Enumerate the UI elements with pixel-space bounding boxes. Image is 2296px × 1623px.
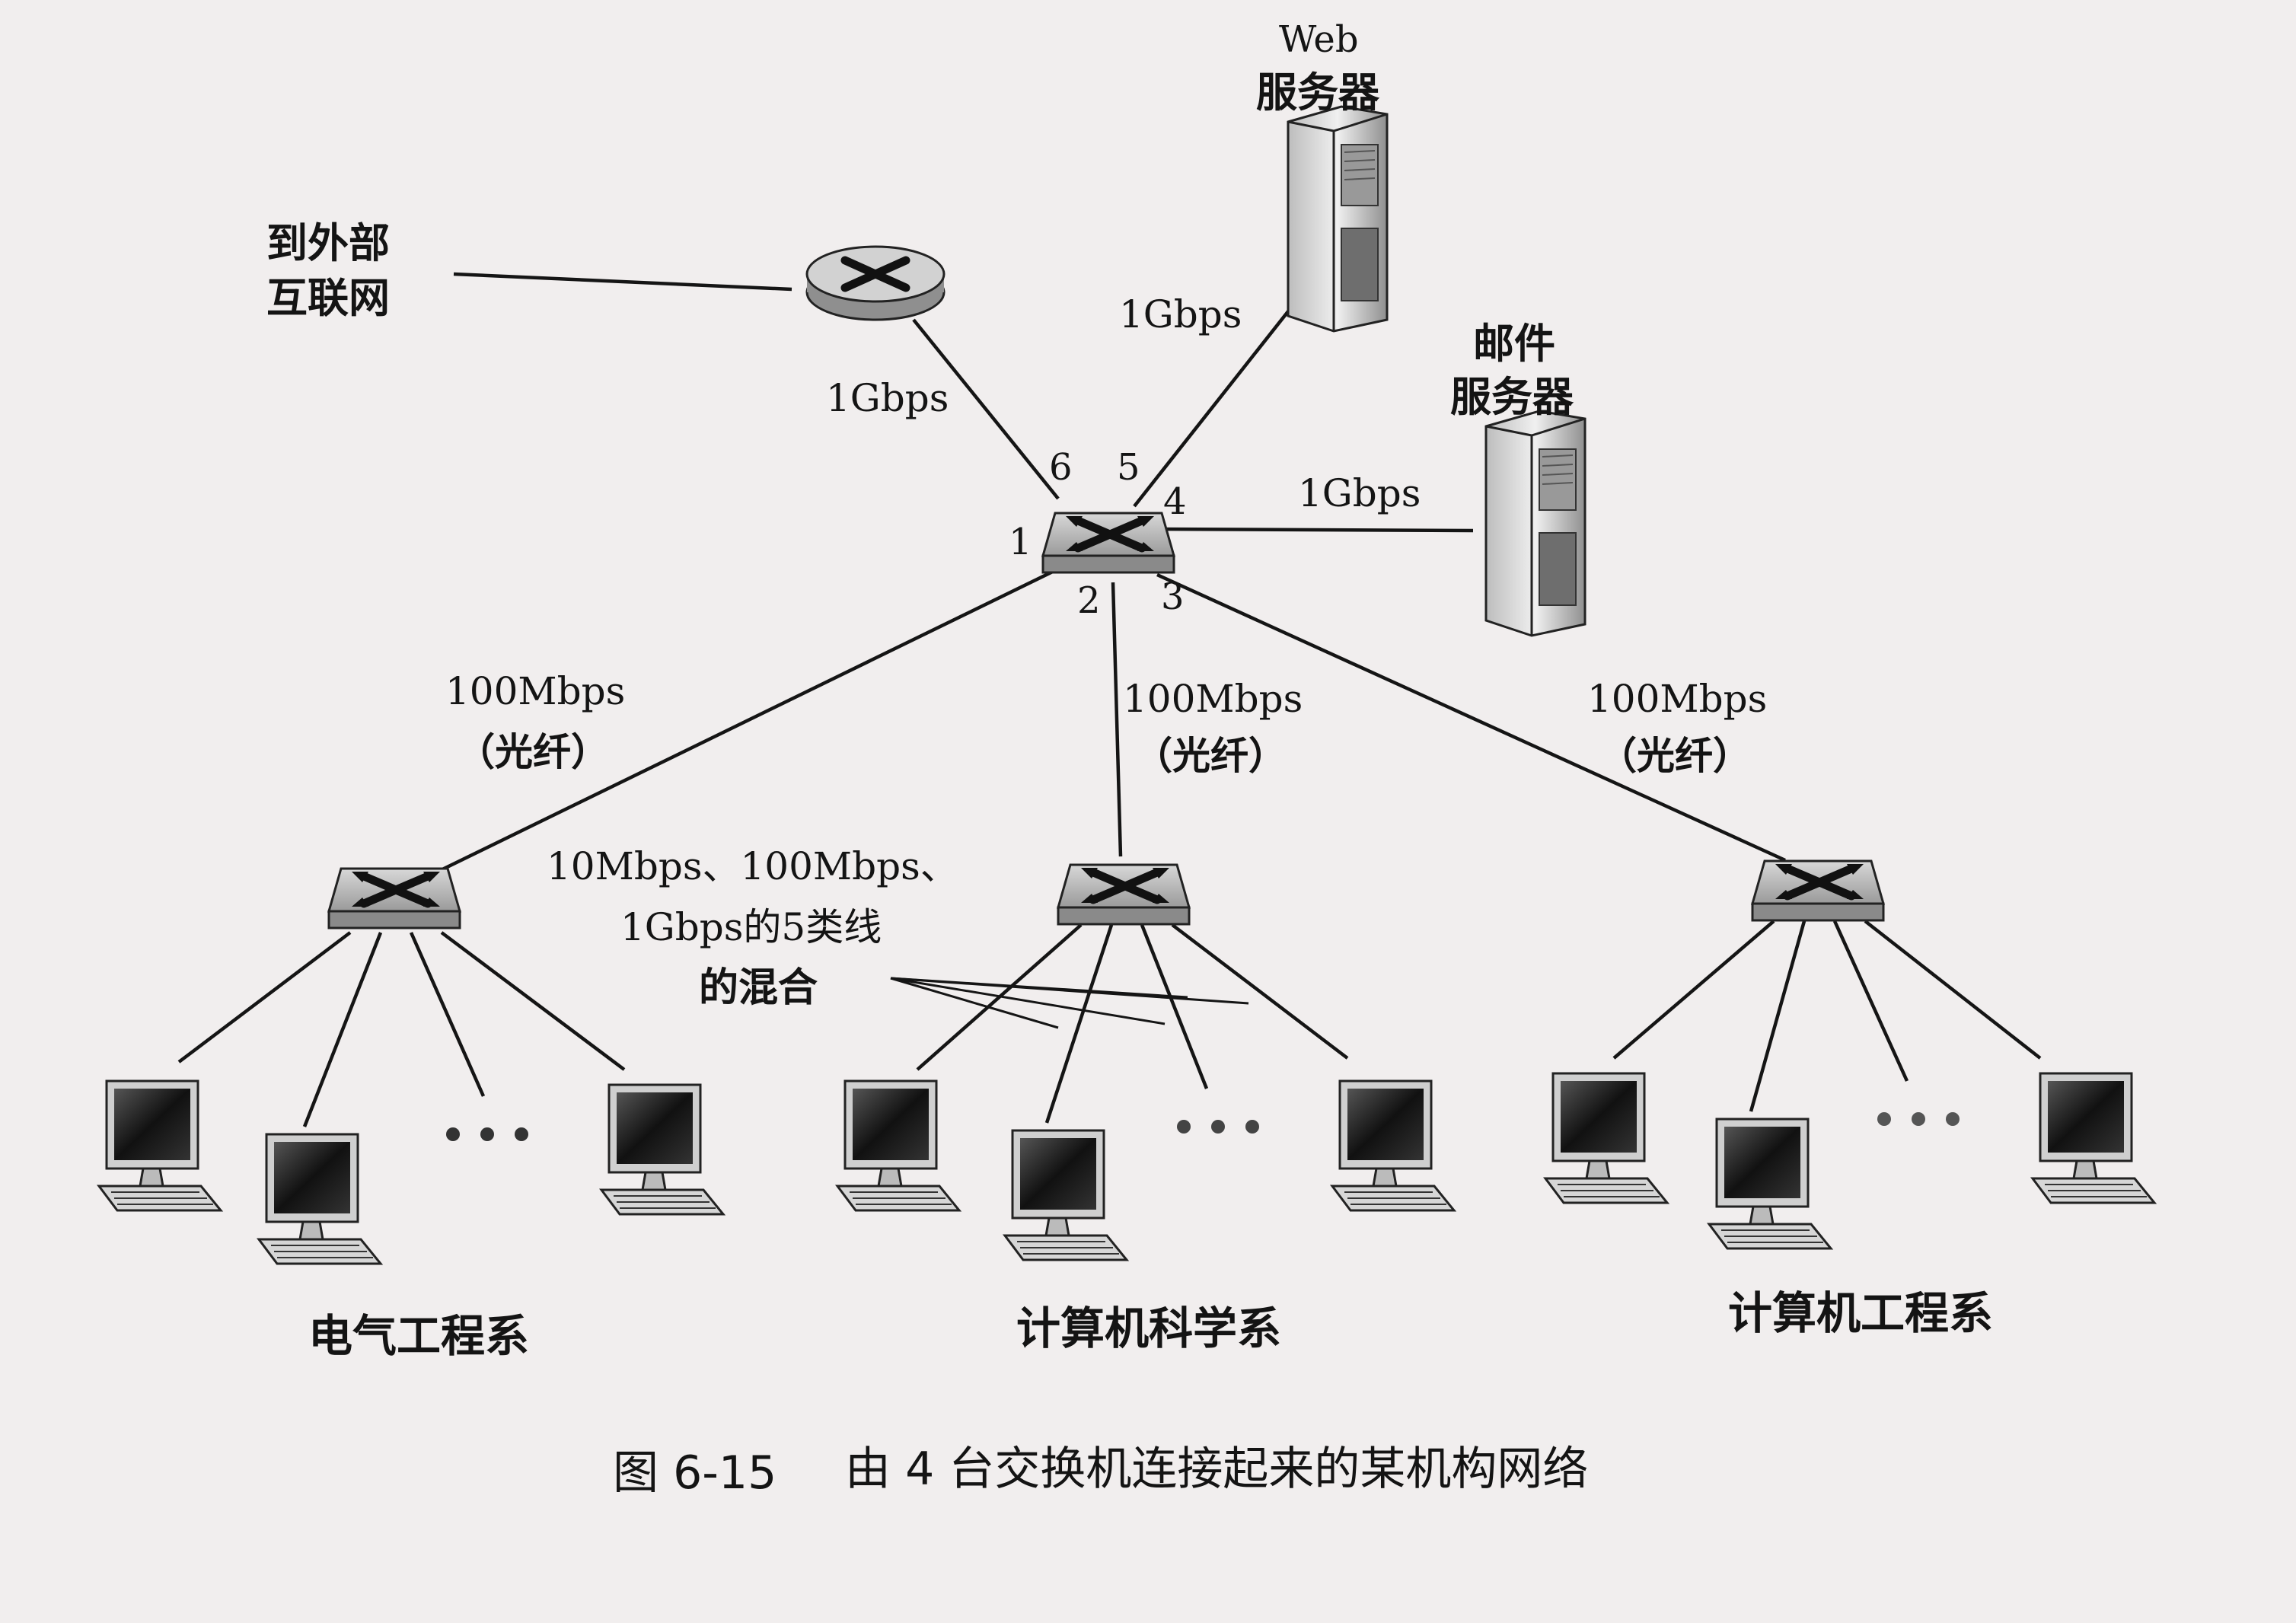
computers-ee xyxy=(97,1079,725,1265)
router-label-line2: 互联网 xyxy=(266,274,390,322)
ellipsis-dots xyxy=(1877,1112,1960,1126)
web-server-label-line1: Web xyxy=(1279,18,1359,61)
uplink-cs-speed: 100Mbps xyxy=(1123,677,1303,721)
uplink-ee xyxy=(437,565,1063,874)
port-1: 1 xyxy=(1009,521,1032,563)
mail-server-label-line2: 服务器 xyxy=(1450,373,1574,421)
links xyxy=(177,272,2042,1127)
mail-link-speed: 1Gbps xyxy=(1298,471,1421,515)
computers-ce xyxy=(1544,1072,2156,1250)
uplink-ce xyxy=(1156,572,1786,863)
cabling-note-line3: 的混合 xyxy=(699,965,818,1011)
internet-link xyxy=(453,272,792,292)
web-server-link xyxy=(1133,288,1307,508)
computers-cs xyxy=(836,1079,1456,1261)
mail-server xyxy=(1484,410,1586,637)
web-link-speed: 1Gbps xyxy=(1119,292,1242,336)
uplink-ee-medium: （光纤） xyxy=(457,730,609,774)
port-6: 6 xyxy=(1049,446,1073,489)
cabling-note-line2: 1Gbps的5类线 xyxy=(620,905,882,949)
port-5: 5 xyxy=(1117,446,1140,489)
department-ee: 电气工程系 xyxy=(308,1310,529,1362)
web-server-label-line2: 服务器 xyxy=(1256,69,1380,116)
web-server xyxy=(1287,105,1389,333)
caption-text: 由 4 台交换机连接起来的某机构网络 xyxy=(845,1443,1588,1496)
caption-figure-number: 图 6-15 xyxy=(613,1446,776,1500)
department-ce: 计算机工程系 xyxy=(1728,1287,1993,1339)
router xyxy=(805,245,946,321)
uplink-cs-medium: （光纤） xyxy=(1134,734,1287,778)
cabling-note-line1: 10Mbps、100Mbps、 xyxy=(547,844,958,888)
uplink-cs xyxy=(1111,582,1123,857)
uplink-ce-speed: 100Mbps xyxy=(1587,677,1767,721)
ellipsis-dots xyxy=(1177,1120,1259,1134)
department-cs: 计算机科学系 xyxy=(1016,1303,1281,1354)
router-link xyxy=(912,318,1060,500)
mail-server-link xyxy=(1156,527,1474,533)
router-label-line1: 到外部 xyxy=(266,219,390,267)
uplink-ee-speed: 100Mbps xyxy=(445,669,625,713)
port-4: 4 xyxy=(1163,480,1187,523)
ellipsis-dots xyxy=(446,1127,528,1141)
mail-server-label-line1: 邮件 xyxy=(1473,320,1555,368)
switch-ce xyxy=(1752,861,1883,920)
switch-ee xyxy=(329,869,460,928)
port-2: 2 xyxy=(1077,579,1101,622)
core-switch xyxy=(1043,513,1174,572)
switch-cs xyxy=(1058,865,1189,924)
uplink-ce-medium: （光纤） xyxy=(1599,734,1751,778)
port-3: 3 xyxy=(1161,576,1185,618)
router-link-speed: 1Gbps xyxy=(826,376,949,420)
